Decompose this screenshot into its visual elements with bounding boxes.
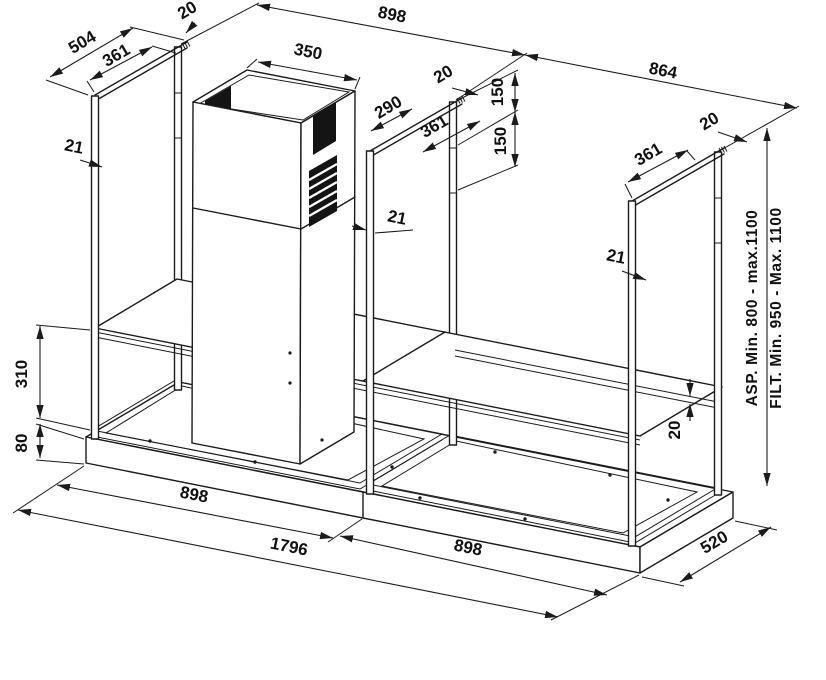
dim-base-section-right: 898 — [452, 536, 484, 560]
frame-top-rails — [94, 40, 728, 208]
dim-rail-width-mid: 20 — [430, 61, 456, 87]
dim-post-mid: 21 — [386, 206, 408, 228]
dim-chimney-offset: 290 — [371, 92, 405, 123]
dim-chimney-width: 350 — [292, 40, 324, 64]
middle-frame-front-post — [365, 150, 375, 495]
dim-post-right: 21 — [605, 245, 627, 267]
dim-base-section-left: 898 — [178, 483, 210, 507]
vent-grille — [308, 155, 338, 227]
front-posts — [90, 95, 637, 547]
middle-frame-back-post — [448, 101, 458, 446]
dim-post-left: 21 — [63, 135, 85, 157]
right-frame-front-post — [627, 200, 637, 547]
dim-rail-width-left: 20 — [174, 0, 200, 23]
dim-rail-width-right: 20 — [696, 108, 722, 134]
dim-shelf-height: 310 — [12, 360, 31, 388]
dim-shelf-rail-height: 20 — [665, 421, 684, 440]
dim-frame-depth-overall: 504 — [65, 27, 100, 58]
left-frame-front-post — [90, 95, 100, 440]
note-filtering-height: FILT. Min. 950 - Max. 1100 — [768, 207, 785, 408]
vent-opening-upper — [313, 102, 336, 155]
dim-span-top-left: 898 — [376, 3, 408, 27]
right-frame-back-post — [713, 151, 723, 496]
dim-span-top-right: 864 — [647, 59, 679, 83]
middle-frame-rail — [369, 97, 463, 158]
dim-frame-rail-mid: 361 — [417, 111, 451, 142]
dim-step-lower: 150 — [491, 127, 510, 155]
chimney-front-face — [191, 101, 302, 465]
dimension-lines — [12, 2, 800, 621]
dim-plinth-height: 80 — [12, 434, 31, 453]
note-aspiration-height: ASP. Min. 800 - max.1100 — [744, 210, 761, 407]
chimney-side-face — [299, 90, 356, 465]
shelf-seam — [362, 331, 446, 382]
shelf-back-rail — [454, 349, 719, 403]
chimney-duct — [191, 69, 356, 465]
dim-base-overall: 1796 — [269, 534, 310, 560]
dim-step-upper: 150 — [488, 78, 507, 106]
